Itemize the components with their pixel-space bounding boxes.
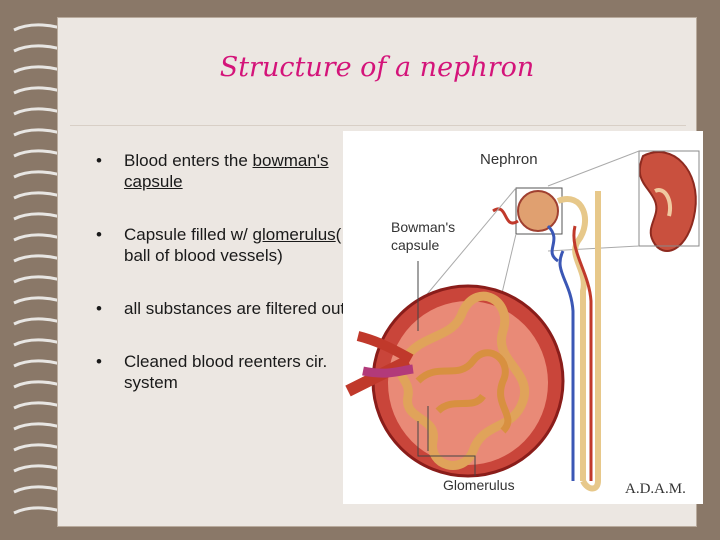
bullet-text: all substances are filtered out — [124, 299, 346, 318]
kidney-icon — [638, 150, 700, 252]
bullet-text: Blood enters the — [124, 151, 253, 170]
slide-title: Structure of a nephron — [219, 52, 535, 83]
bowmans-capsule-label-line2: capsule — [391, 237, 440, 253]
bullet-list: Blood enters the bowman's capsule Capsul… — [92, 150, 352, 425]
glomerulus-link[interactable]: glomerulus — [252, 225, 336, 244]
nephron-tubule-icon — [492, 187, 601, 492]
bullet-item: Capsule filled w/ glomerulus( ball of bl… — [92, 224, 352, 266]
bowmans-capsule-link[interactable]: bowman's capsule — [124, 151, 329, 191]
adam-credit: A.D.A.M. — [625, 481, 686, 497]
bullet-text: Capsule filled w/ — [124, 225, 253, 244]
nephron-illustration: Nephron Bowman's capsule Glomerulus A.D.… — [343, 131, 703, 504]
bullet-item: Cleaned blood reenters cir. system — [92, 351, 352, 393]
bullet-text: Cleaned blood reenters cir. system — [124, 352, 328, 392]
bullet-item: all substances are filtered out — [92, 298, 352, 319]
glomerulus-label: Glomerulus — [443, 477, 515, 493]
bullet-item: Blood enters the bowman's capsule — [92, 150, 352, 192]
bowmans-capsule-label-line1: Bowman's — [391, 219, 456, 235]
bowmans-capsule-icon — [345, 284, 565, 478]
nephron-diagram — [345, 150, 700, 492]
bullet-text: ( ball of blood vessels) — [124, 225, 342, 265]
title-divider — [70, 125, 686, 126]
nephron-label: Nephron — [480, 151, 538, 168]
